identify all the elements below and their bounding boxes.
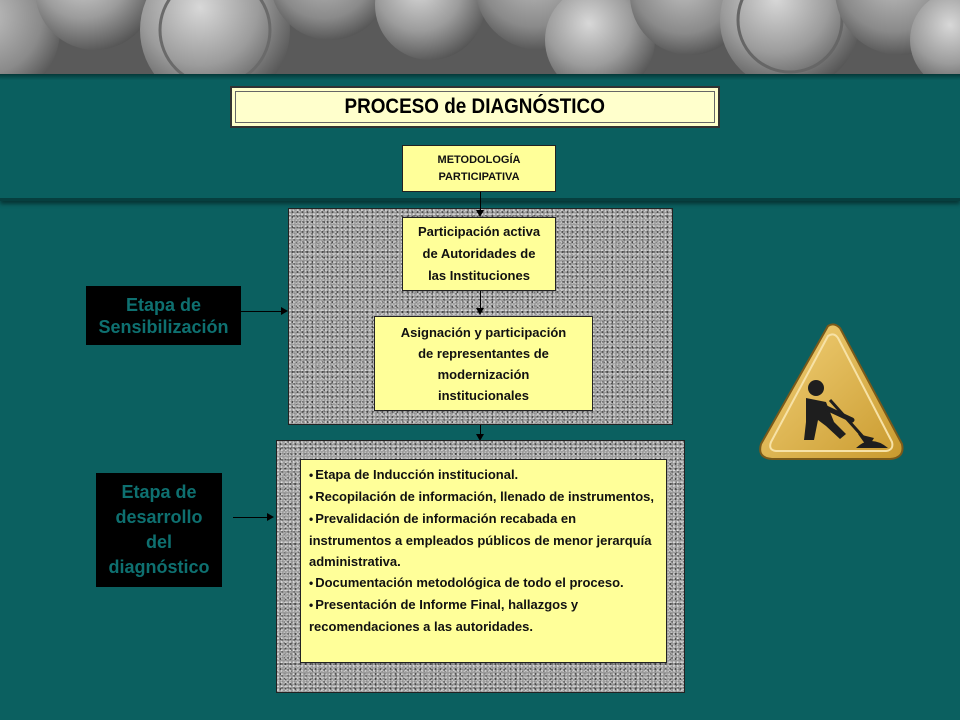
stage-sensibilizacion-line-1: Etapa de bbox=[125, 294, 201, 315]
activity-item: Etapa de Inducción institucional. bbox=[309, 464, 660, 486]
activity-item: Prevalidación de información recabada en… bbox=[309, 508, 660, 572]
connector-2 bbox=[480, 291, 481, 308]
stage-sensibilizacion-connector bbox=[241, 311, 281, 312]
stage-desarrollo-line-4: diagnóstico bbox=[108, 557, 210, 577]
asignacion-line-4: institucionales bbox=[437, 387, 530, 403]
stage-sensibilizacion-arrowhead bbox=[281, 307, 288, 315]
stage-desarrollo-line-3: del bbox=[145, 532, 172, 552]
asignacion-line-3: modernización bbox=[437, 366, 530, 382]
participacion-line-3: las Instituciones bbox=[428, 268, 530, 283]
coins-icon bbox=[0, 0, 960, 74]
activity-item: Documentación metodológica de todo el pr… bbox=[309, 572, 660, 594]
connector-2-arrowhead bbox=[476, 308, 484, 315]
metodologia-line-2: PARTICIPATIVA bbox=[438, 170, 520, 183]
activities-list: Etapa de Inducción institucional. Recopi… bbox=[309, 464, 660, 637]
participacion-line-1: Participación activa bbox=[417, 224, 541, 239]
connector-1 bbox=[480, 192, 481, 210]
stage-desarrollo-connector bbox=[233, 517, 267, 518]
stage-desarrollo-line-2: desarrollo bbox=[115, 507, 203, 527]
asignacion-line-1: Asignación y participación bbox=[400, 324, 567, 340]
activity-item: Presentación de Informe Final, hallazgos… bbox=[309, 594, 660, 637]
activity-item: Recopilación de información, llenado de … bbox=[309, 486, 660, 508]
stage-desarrollo-line-1: Etapa de bbox=[121, 482, 197, 502]
page-title: PROCESO de DIAGNÓSTICO bbox=[344, 95, 606, 118]
stage-sensibilizacion: Etapa de Sensibilización bbox=[86, 286, 241, 345]
connector-3 bbox=[480, 425, 481, 434]
stage-desarrollo-arrowhead bbox=[267, 513, 274, 521]
metodologia-line-1: METODOLOGÍA bbox=[437, 153, 521, 166]
men-at-work-icon bbox=[756, 322, 906, 467]
header-shadow bbox=[0, 74, 960, 80]
connector-3-arrowhead bbox=[476, 434, 484, 441]
asignacion-box: Asignación y participación de representa… bbox=[374, 316, 593, 411]
participacion-line-2: de Autoridades de bbox=[422, 246, 536, 261]
participacion-box: Participación activa de Autoridades de l… bbox=[402, 217, 556, 291]
asignacion-line-2: de representantes de bbox=[418, 345, 549, 361]
stage-desarrollo: Etapa de desarrollo del diagnóstico bbox=[96, 473, 222, 587]
title-box: PROCESO de DIAGNÓSTICO bbox=[230, 86, 720, 128]
connector-1-arrowhead bbox=[476, 210, 484, 217]
coins-header-image bbox=[0, 0, 960, 74]
stage-sensibilizacion-line-2: Sensibilización bbox=[98, 316, 229, 337]
activities-box: Etapa de Inducción institucional. Recopi… bbox=[300, 459, 667, 663]
metodologia-box: METODOLOGÍA PARTICIPATIVA bbox=[402, 145, 556, 192]
